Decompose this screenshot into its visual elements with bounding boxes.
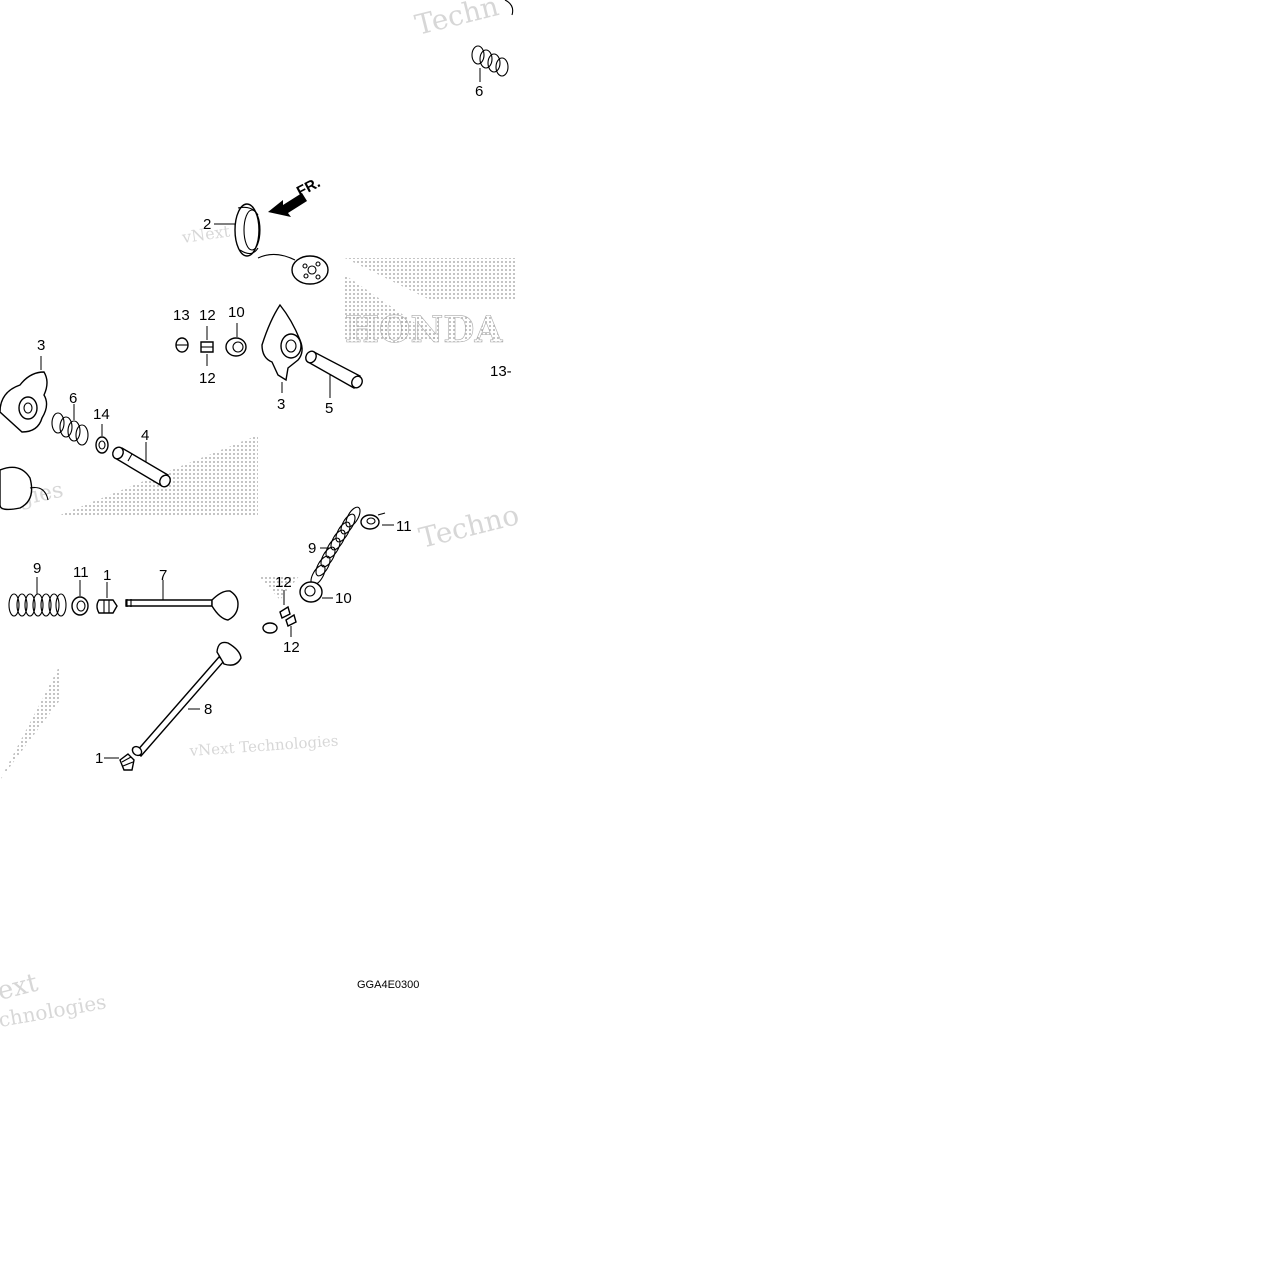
cap-part-13-lower — [262, 622, 278, 634]
callout-13: 13 — [173, 307, 190, 324]
callout-11-left: 11 — [73, 564, 89, 581]
honda-logo-watermark: HONDA — [345, 309, 503, 351]
callout-10-lower: 10 — [335, 590, 352, 607]
intake-valve-part-7 — [125, 580, 239, 621]
honda-wing-watermark-3 — [0, 665, 60, 780]
seat-part-11-left — [71, 580, 89, 616]
callout-4: 4 — [141, 427, 149, 444]
callout-14: 14 — [93, 406, 110, 423]
brand-watermark-4: Techno — [416, 498, 523, 555]
watermark-layer: HONDA Techn vNext T logies Techno vNext … — [0, 0, 522, 1032]
spring-part-6-lower — [51, 404, 89, 446]
callout-12-c: 12 — [275, 574, 292, 591]
front-direction-indicator: FR. — [268, 174, 323, 217]
stem-seal-part-1-lower — [104, 753, 135, 771]
rocker-shaft-part-5 — [305, 350, 363, 398]
cotter-part-12-lower — [279, 590, 297, 637]
honda-wing-watermark-4 — [258, 575, 300, 600]
callout-9-right: 9 — [308, 540, 316, 557]
callout-3-right: 3 — [277, 396, 285, 413]
callout-3-left: 3 — [37, 337, 45, 354]
part-6-upper — [471, 0, 514, 82]
callout-6-upper: 6 — [475, 83, 483, 100]
valve-spring-part-9-left — [8, 577, 67, 617]
callout-11-right: 11 — [396, 518, 412, 535]
callout-5: 5 — [325, 400, 333, 417]
callout-9-left: 9 — [33, 560, 41, 577]
retainer-part-10-upper — [225, 323, 247, 357]
camshaft-part-2 — [214, 203, 329, 285]
callout-12-b: 12 — [199, 370, 216, 387]
callout-6-lower: 6 — [69, 390, 77, 407]
callout-labels: 6 2 13 12 12 10 3 3 5 13- 6 14 4 9 11 1 … — [33, 83, 512, 767]
callout-7: 7 — [159, 567, 167, 584]
callout-8: 8 — [204, 701, 212, 718]
camshaft-end-left — [0, 466, 49, 511]
callout-1-lower: 1 — [95, 750, 103, 767]
callout-12-d: 12 — [283, 639, 300, 656]
front-arrow-icon — [268, 193, 307, 217]
callout-2: 2 — [203, 216, 211, 233]
drawing-code: GGA4E0300 — [357, 979, 419, 991]
callout-13-dash: 13- — [490, 363, 512, 380]
stem-seal-part-1-upper — [96, 582, 118, 614]
cap-part-13 — [175, 337, 189, 353]
exhaust-valve-part-8 — [131, 641, 242, 757]
seat-part-11-right — [360, 512, 394, 530]
callout-12-a: 12 — [199, 307, 216, 324]
rocker-arm-part-3-left — [0, 356, 48, 433]
callout-10-upper: 10 — [228, 304, 245, 321]
rocker-shaft-part-4 — [112, 442, 171, 488]
callout-1-upper: 1 — [103, 567, 111, 584]
honda-wing-watermark — [345, 258, 515, 340]
cotter-part-12-upper — [200, 326, 214, 366]
brand-watermark-5: vNext Technologies — [188, 732, 339, 760]
brand-watermark-1: Techn — [412, 0, 502, 42]
valve-spring-part-9-right — [310, 506, 361, 586]
washer-part-14 — [95, 424, 109, 454]
rocker-arm-part-3-right — [261, 303, 303, 393]
retainer-part-10-lower — [299, 581, 333, 603]
